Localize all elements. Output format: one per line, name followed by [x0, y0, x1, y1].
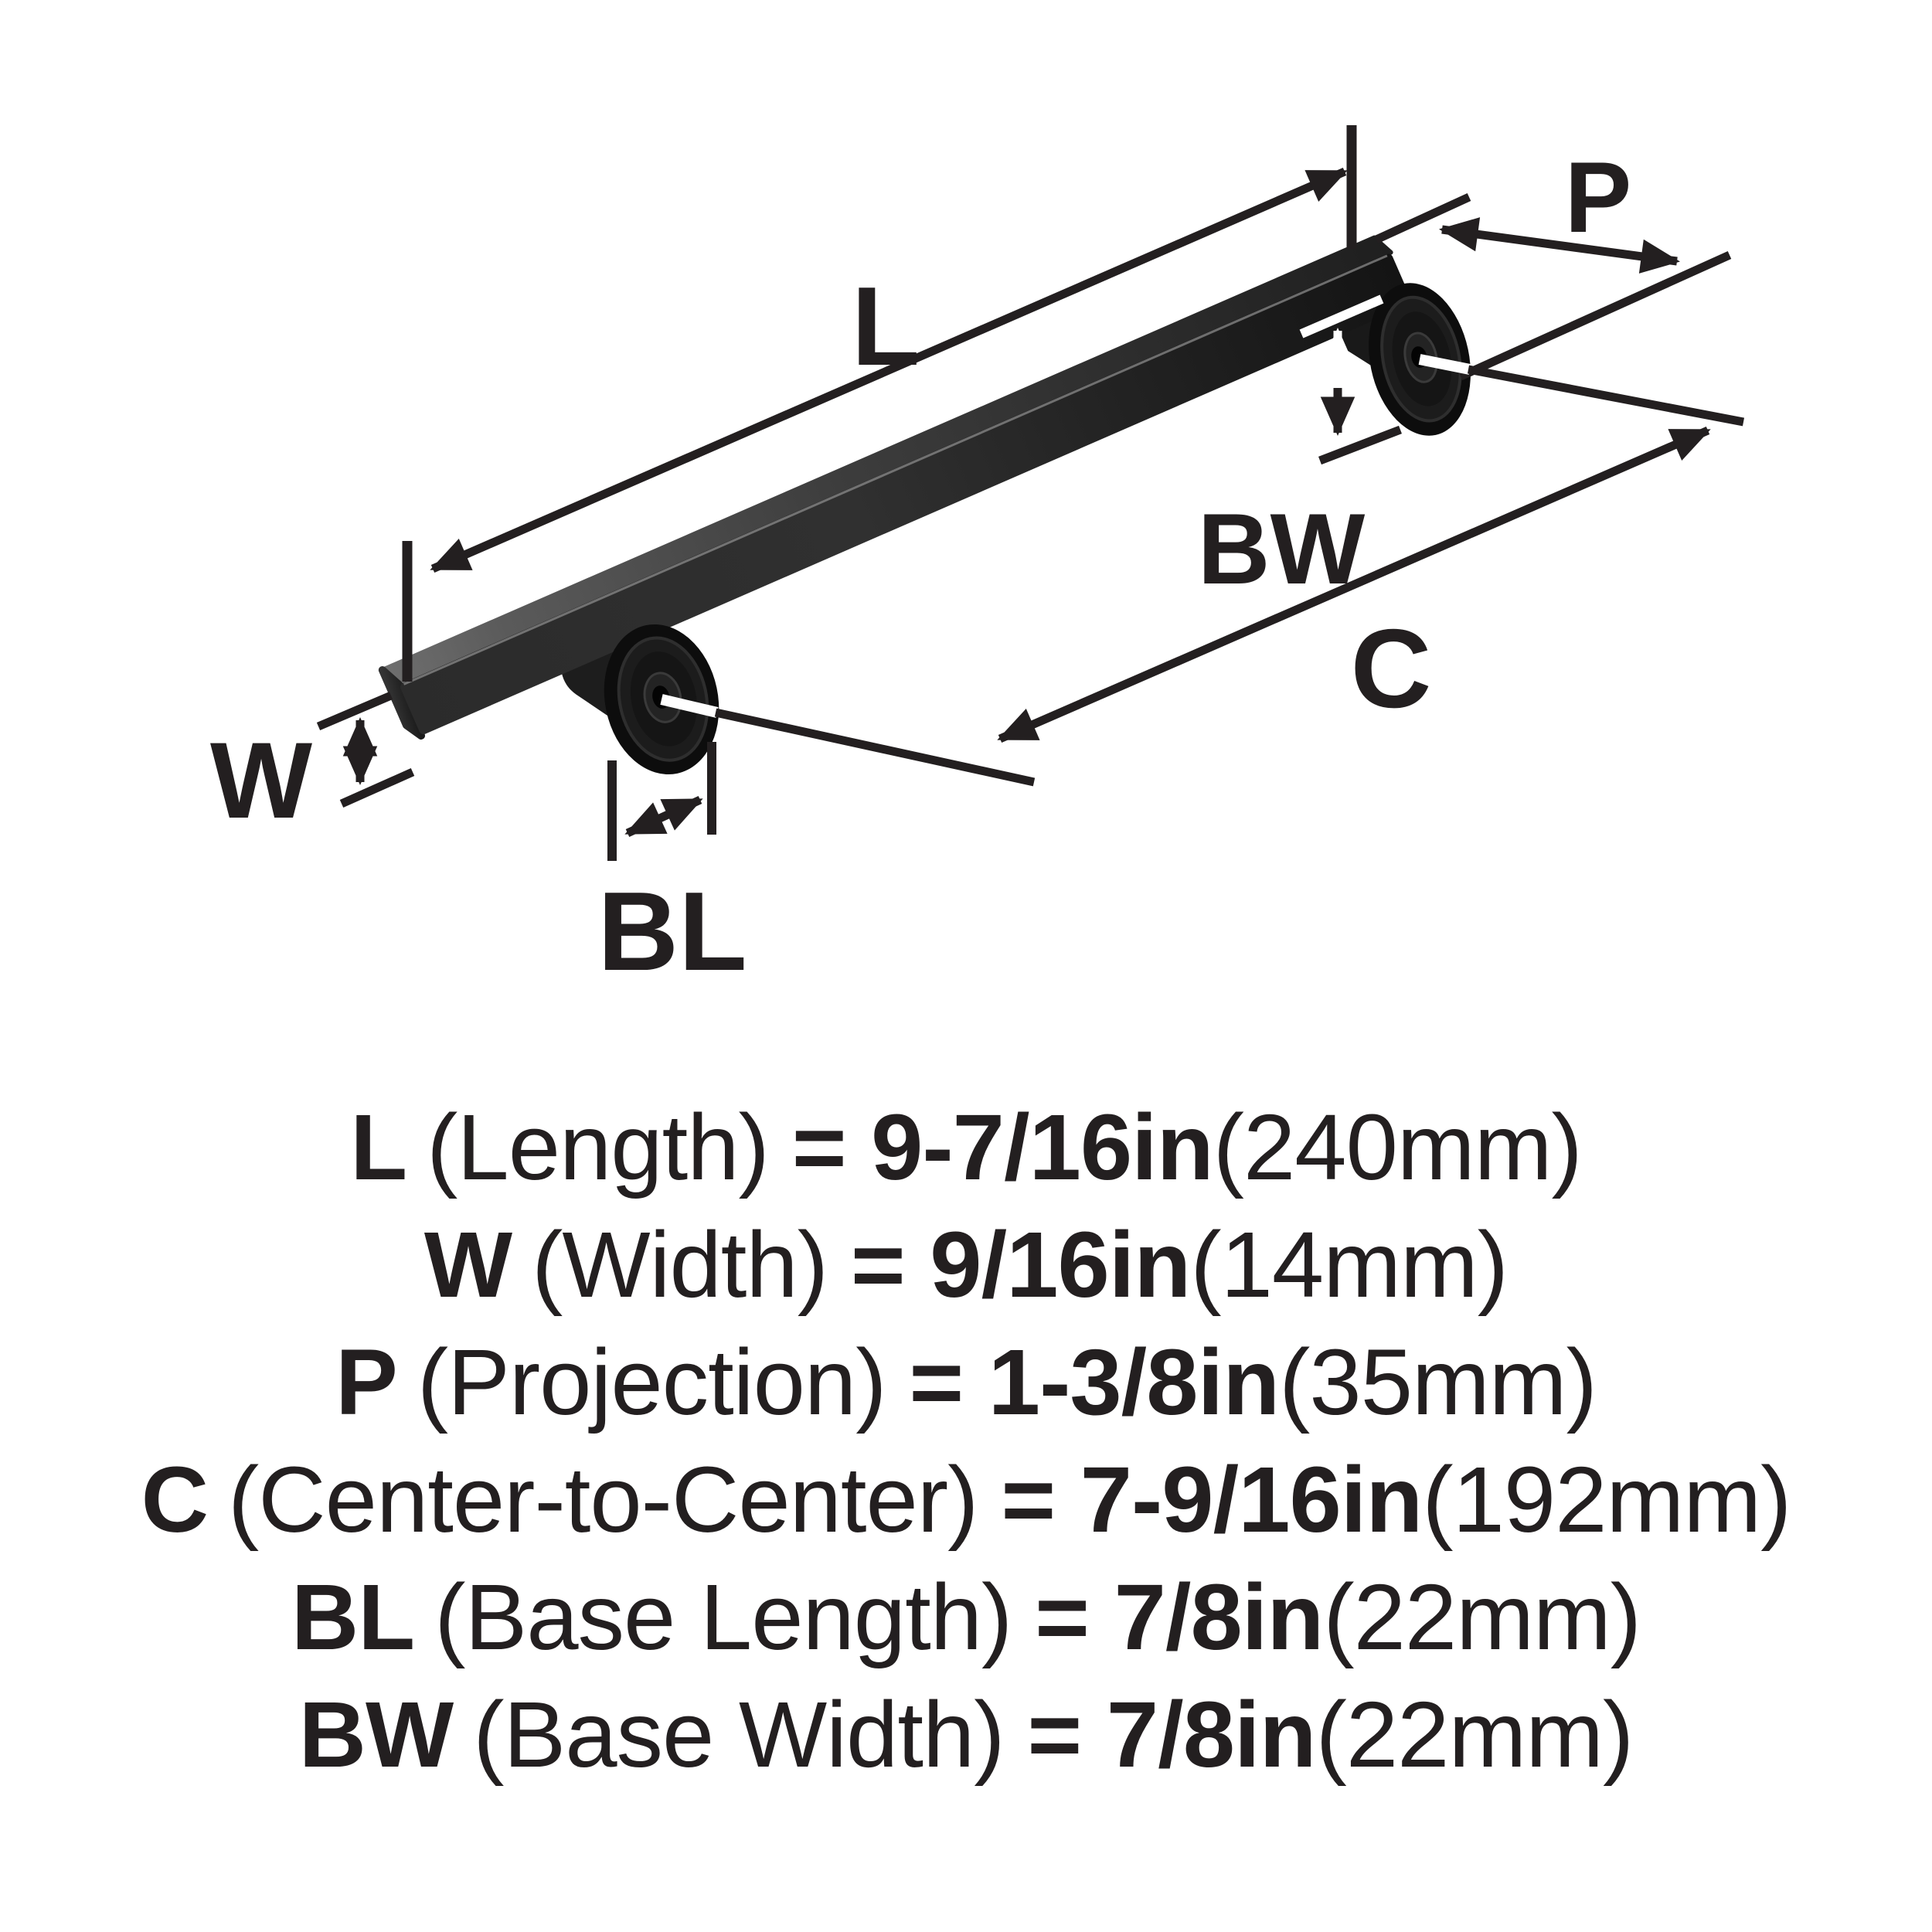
c-dimension-line [997, 426, 1711, 743]
spec-value: = 7/8in [1035, 1564, 1324, 1669]
spec-metric: (35mm) [1279, 1329, 1597, 1434]
spec-name: (Base Width) [473, 1682, 1005, 1787]
label-center-to-center: C [1351, 606, 1432, 731]
spec-code: BW [298, 1682, 454, 1787]
w-extension-tick-bottom [339, 767, 415, 808]
c-leader-left-white [660, 694, 719, 718]
spec-line-base-length: BL(Base Length)= 7/8in(22mm) [0, 1558, 1932, 1675]
right-post-flange [1369, 283, 1471, 436]
bw-extension-tick-bottom [1318, 425, 1402, 465]
spec-value: = 7/8in [1027, 1682, 1317, 1787]
dimension-w [316, 691, 415, 808]
spec-metric: (22mm) [1315, 1682, 1634, 1787]
dimension-c [660, 354, 1745, 787]
spec-code: L [350, 1094, 407, 1199]
spec-metric: (14mm) [1190, 1212, 1509, 1317]
dimension-l [402, 125, 1357, 682]
label-width: W [210, 719, 312, 841]
p-extension-tick-right [1458, 250, 1732, 381]
spec-line-base-width: BW(Base Width)= 7/8in(22mm) [0, 1675, 1932, 1793]
spec-code: BL [291, 1564, 415, 1669]
spec-list: L(Length)= 9-7/16in(240mm) W(Width)= 9/1… [0, 1088, 1932, 1793]
pull-handle-dimension-diagram: L P BW C W BL [210, 125, 1745, 994]
spec-name: (Base Length) [434, 1564, 1012, 1669]
spec-code: C [141, 1447, 209, 1552]
p-dimension-line [1438, 217, 1681, 274]
spec-metric: (240mm) [1213, 1094, 1583, 1199]
spec-metric: (192mm) [1422, 1447, 1791, 1552]
dimension-bl [607, 742, 716, 861]
label-base-length: BL [597, 869, 747, 994]
bl-dimension-line [624, 795, 703, 838]
spec-value: = 1-3/8in [909, 1329, 1281, 1434]
spec-value: = 9/16in [851, 1212, 1191, 1317]
label-projection: P [1565, 141, 1632, 253]
spec-name: (Width) [532, 1212, 828, 1317]
spec-value: = 7-9/16in [1001, 1447, 1423, 1552]
spec-line-center-to-center: C(Center-to-Center)= 7-9/16in(192mm) [0, 1440, 1932, 1558]
spec-line-width: W(Width)= 9/16in(14mm) [0, 1206, 1932, 1323]
bw-extension-tick-top [1299, 294, 1384, 338]
spec-name: (Center-to-Center) [227, 1447, 978, 1552]
c-leader-left [714, 708, 1036, 787]
spec-value: = 9-7/16in [791, 1094, 1214, 1199]
spec-line-length: L(Length)= 9-7/16in(240mm) [0, 1088, 1932, 1206]
spec-code: W [423, 1212, 512, 1317]
spec-name: (Length) [427, 1094, 770, 1199]
dimension-p [1374, 193, 1732, 381]
c-leader-right [1467, 365, 1745, 427]
c-leader-right-white [1418, 354, 1471, 375]
w-extension-tick-top [316, 691, 393, 731]
l-dimension-line [430, 167, 1348, 573]
spec-line-projection: P(Projection)= 1-3/8in(35mm) [0, 1323, 1932, 1440]
spec-metric: (22mm) [1323, 1564, 1641, 1669]
spec-name: (Projection) [417, 1329, 887, 1434]
spec-code: P [335, 1329, 398, 1434]
p-extension-tick-left [1374, 193, 1471, 243]
label-length: L [852, 264, 920, 389]
